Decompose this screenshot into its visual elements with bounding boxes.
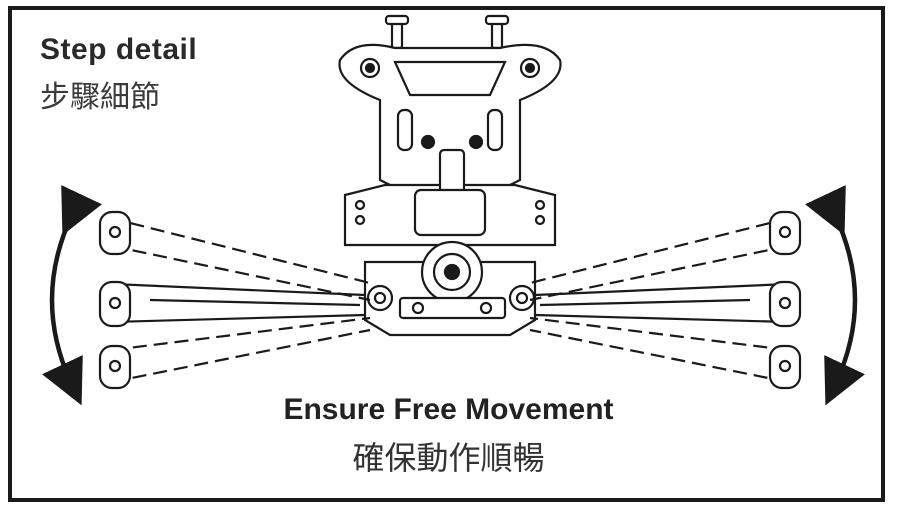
step-detail-title-zh: 步驟細節: [40, 80, 160, 115]
curved-double-arrow-icon-left: [42, 185, 102, 406]
step-detail-title: Step detail: [40, 33, 198, 66]
caption-text-zh: 確保動作順暢: [352, 439, 545, 477]
caption-text: Ensure Free Movement: [283, 393, 614, 426]
curved-double-arrow-icon-right: [805, 185, 865, 406]
left-suspension-arms: [98, 210, 371, 390]
chassis-assembly: [338, 14, 562, 337]
right-suspension-arms: [529, 210, 802, 390]
